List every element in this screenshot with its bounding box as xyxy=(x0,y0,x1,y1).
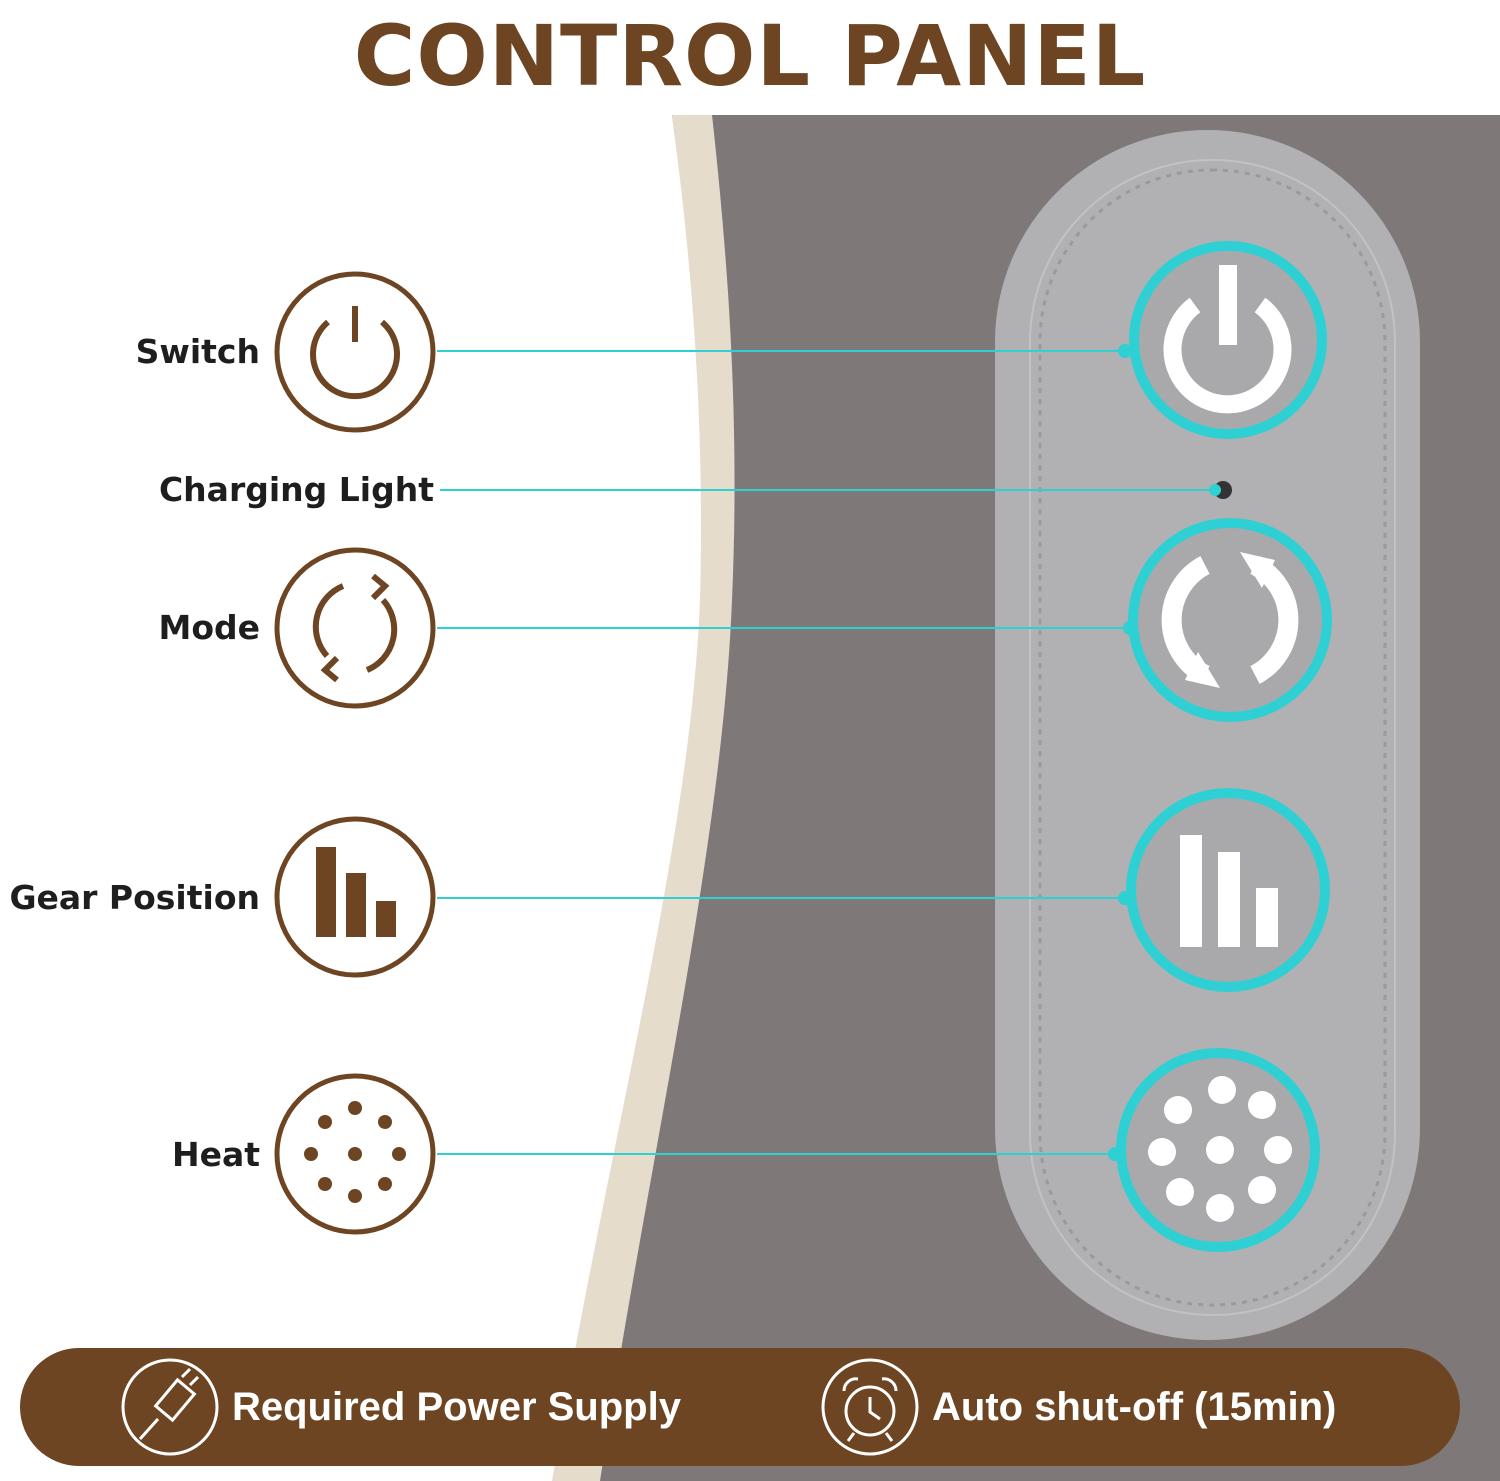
bars-icon xyxy=(274,816,436,978)
label-heat: Heat xyxy=(171,1135,260,1174)
power-supply-text: Required Power Supply xyxy=(232,1385,681,1429)
heat-dots-icon xyxy=(274,1073,436,1235)
cycle-arrows-icon xyxy=(274,547,436,709)
panel-power-button[interactable] xyxy=(1129,241,1327,439)
label-switch: Switch xyxy=(135,332,260,371)
usb-cable-icon xyxy=(121,1358,219,1456)
panel-mode-button[interactable] xyxy=(1128,518,1332,722)
panel-gear-button[interactable] xyxy=(1126,788,1330,992)
page-title: CONTROL PANEL xyxy=(353,7,1147,105)
label-charging-light: Charging Light xyxy=(158,470,434,509)
label-gear-position: Gear Position xyxy=(9,878,260,917)
feature-banner xyxy=(20,1348,1460,1466)
panel-heat-button[interactable] xyxy=(1116,1048,1320,1252)
alarm-clock-icon xyxy=(821,1358,919,1456)
auto-shutoff-text: Auto shut-off (15min) xyxy=(932,1385,1337,1429)
label-mode: Mode xyxy=(158,608,260,647)
power-icon xyxy=(274,271,436,433)
